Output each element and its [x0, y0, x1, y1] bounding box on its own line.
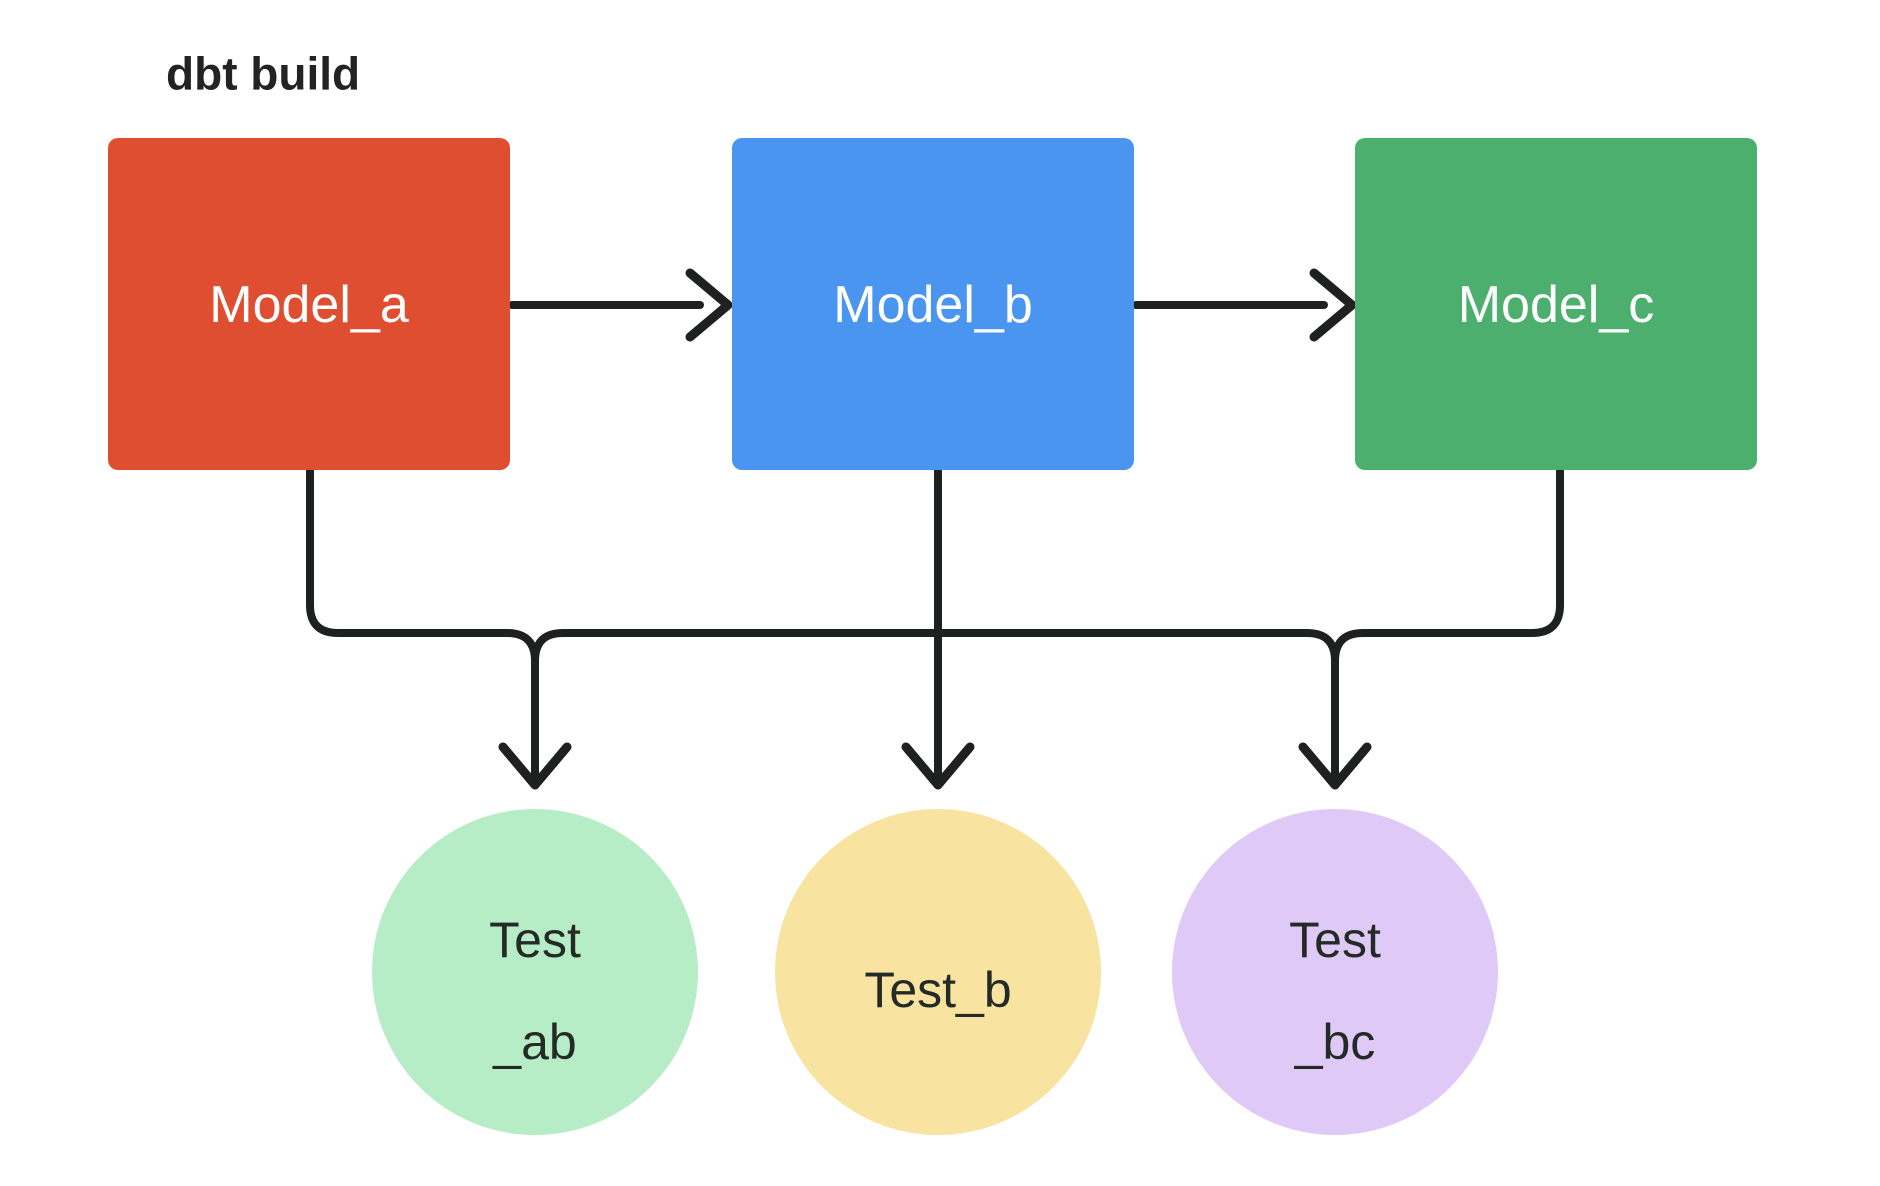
node-model_a-shape[interactable]: [108, 138, 510, 470]
node-model_c-shape[interactable]: [1355, 138, 1757, 470]
edge-model-b-test-bc: [934, 629, 1372, 790]
edge-model-b-model-c: [1132, 268, 1357, 342]
edge-model-b-test-ab-line: [531, 629, 942, 665]
edge-model-a-test-ab-line: [306, 466, 539, 782]
node-model_b[interactable]: Model_b: [732, 138, 1134, 470]
node-test_bc-label-line-1: Test: [1289, 912, 1381, 968]
node-model_a[interactable]: Model_a: [108, 138, 510, 470]
node-model_b-shape[interactable]: [732, 138, 1134, 470]
node-test_bc-shape[interactable]: [1172, 809, 1498, 1135]
edge-model-b-test-ab: [531, 629, 942, 665]
node-model_a-label: Model_a: [209, 276, 409, 334]
node-test_b[interactable]: Test_b: [775, 809, 1101, 1135]
node-test_ab-label-line-2: _ab: [492, 1014, 576, 1070]
edge-model-b-model-c-arrowhead: [1309, 268, 1357, 342]
node-test_bc-label-line-2: _bc: [1294, 1014, 1376, 1070]
edge-model-a-test-ab-arrowhead: [498, 742, 572, 790]
node-model_b-label: Model_b: [833, 276, 1032, 334]
edge-model-a-model-b-arrowhead: [685, 268, 733, 342]
edge-model-b-test-bc-arrowhead: [1298, 742, 1372, 790]
edge-model-c-test-bc-line: [1331, 466, 1564, 665]
node-model_c-label: Model_c: [1458, 276, 1655, 334]
node-test_bc[interactable]: Test _bc: [1172, 809, 1498, 1135]
edge-model-b-test-bc-line: [934, 629, 1339, 782]
edge-model-a-model-b: [508, 268, 733, 342]
diagram-title: dbt build: [166, 48, 360, 100]
node-model_c[interactable]: Model_c: [1355, 138, 1757, 470]
edge-model-b-test-b: [901, 466, 975, 790]
node-test_ab[interactable]: Test _ab: [372, 809, 698, 1135]
node-test_ab-shape[interactable]: [372, 809, 698, 1135]
edge-model-a-test-ab: [306, 466, 572, 790]
node-test_b-label-line-1: Test_b: [864, 962, 1011, 1018]
node-test_b-shape[interactable]: [775, 809, 1101, 1135]
edge-model-b-test-b-arrowhead: [901, 742, 975, 790]
edge-model-c-test-bc: [1331, 466, 1564, 665]
node-test_ab-label-line-1: Test: [489, 912, 581, 968]
